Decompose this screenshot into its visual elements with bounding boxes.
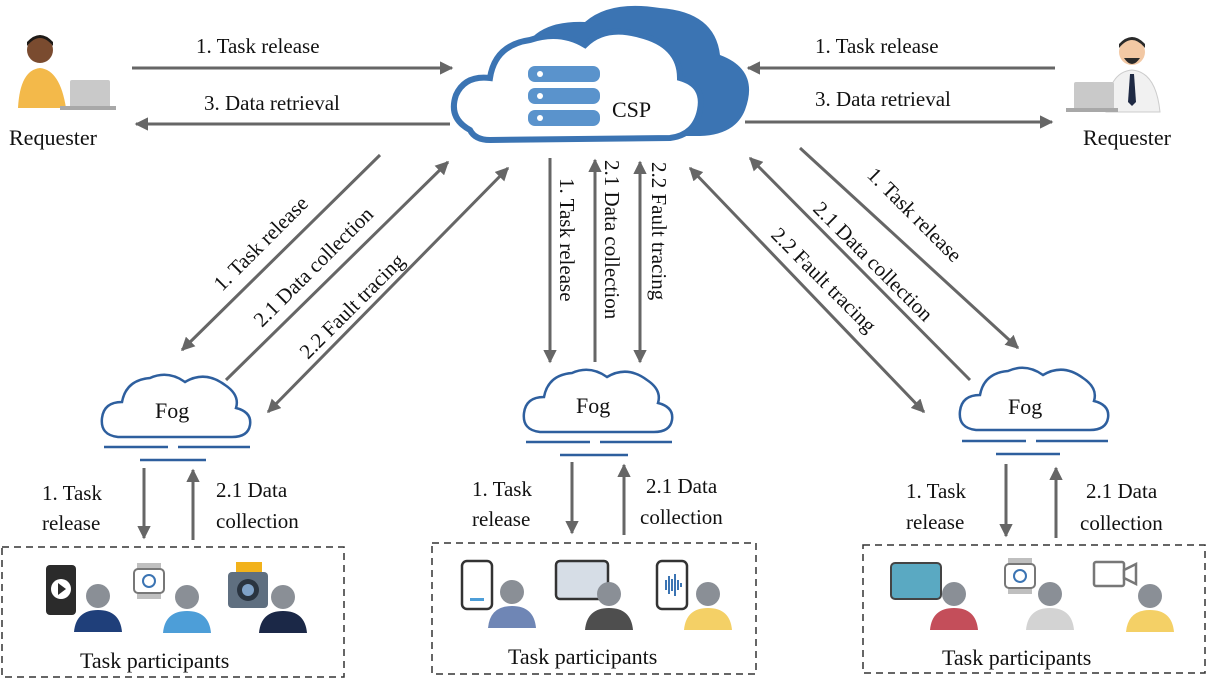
fog-left-down-line2: release <box>42 511 100 535</box>
fog-right-down-line1: 1. Task <box>906 479 966 503</box>
requester-right-label: Requester <box>1083 125 1172 150</box>
server-icon <box>528 66 600 126</box>
center-fault-tracing-label: 2.2 Fault tracing <box>647 162 671 301</box>
requester-left-label: Requester <box>9 125 98 150</box>
arrow-task-release-right-label: 1. Task release <box>815 34 939 58</box>
arrow-data-retrieval-left-label: 3. Data retrieval <box>204 91 340 115</box>
participant-avatar <box>163 585 211 633</box>
arrow-task-release-left-label: 1. Task release <box>196 34 320 58</box>
person-laptop-icon <box>1066 37 1161 113</box>
participants-center-label: Task participants <box>508 644 657 669</box>
participant-avatar <box>1026 582 1074 630</box>
arrow-data-retrieval-right-label: 3. Data retrieval <box>815 87 951 111</box>
fog-right-up-line2: collection <box>1080 511 1163 535</box>
fog-center: Fog <box>522 368 674 457</box>
fog-center-up-line1: 2.1 Data <box>646 474 718 498</box>
requester-left: Requester 1. Task release 3. Data retrie… <box>9 34 454 150</box>
person-laptop-icon <box>18 35 116 110</box>
requester-right: Requester 1. Task release 3. Data retrie… <box>745 34 1172 150</box>
fog-center-participant-links: 1. Task release 2.1 Data collection <box>472 462 723 535</box>
participants-right-label: Task participants <box>942 645 1091 670</box>
fog-right-up-line1: 2.1 Data <box>1086 479 1158 503</box>
participant-avatar <box>1126 584 1174 632</box>
phone-video-icon <box>46 565 76 615</box>
fog-right-label: Fog <box>1008 394 1042 419</box>
arrow-right-fault-tracing <box>688 166 926 414</box>
fog-left-participant-links: 1. Task release 2.1 Data collection <box>42 468 299 540</box>
tablet-icon <box>554 559 610 601</box>
participant-avatar <box>74 584 122 632</box>
fog-left-label: Fog <box>155 398 189 423</box>
smartphone-icon <box>460 559 494 611</box>
arrow-left-data-collection <box>224 160 450 382</box>
fog-right: Fog <box>958 366 1110 456</box>
phone-audio-icon <box>655 559 689 611</box>
participant-avatar <box>930 582 978 630</box>
fog-left-up-line2: collection <box>216 509 299 533</box>
participants-right: Task participants <box>862 544 1206 674</box>
center-data-collection-label: 2.1 Data collection <box>600 160 624 320</box>
fog-center-up-line2: collection <box>640 505 723 529</box>
fog-right-participant-links: 1. Task release 2.1 Data collection <box>906 464 1163 538</box>
participant-avatar <box>684 582 732 630</box>
fog-left-down-line1: 1. Task <box>42 481 102 505</box>
fog-right-down-line2: release <box>906 510 964 534</box>
csp-cloud: CSP <box>450 5 750 144</box>
participant-avatar <box>585 582 633 630</box>
smartwatch-icon <box>133 563 165 599</box>
video-camera-icon <box>1092 560 1138 588</box>
arrow-left-fault-tracing <box>266 166 510 414</box>
csp-label: CSP <box>612 97 651 122</box>
links-left-fog: 1. Task release 2.1 Data collection 2.2 … <box>180 153 510 414</box>
participants-center: Task participants <box>431 542 757 675</box>
center-task-release-label: 1. Task release <box>555 178 579 302</box>
participant-avatar <box>259 585 307 633</box>
smartwatch-icon <box>1004 558 1036 594</box>
links-center-fog: 1. Task release 2.1 Data collection 2.2 … <box>543 158 671 364</box>
fog-center-label: Fog <box>576 393 610 418</box>
tablet-icon <box>890 562 942 600</box>
links-right-fog: 1. Task release 2.1 Data collection 2.2 … <box>688 146 1020 414</box>
fog-left: Fog <box>100 373 252 462</box>
participants-left: Task participants <box>1 546 345 678</box>
fog-center-down-line2: release <box>472 507 530 531</box>
participants-left-label: Task participants <box>80 648 229 673</box>
participant-avatar <box>488 580 536 628</box>
fog-left-up-line1: 2.1 Data <box>216 478 288 502</box>
camera-icon <box>228 562 268 608</box>
fog-center-down-line1: 1. Task <box>472 477 532 501</box>
